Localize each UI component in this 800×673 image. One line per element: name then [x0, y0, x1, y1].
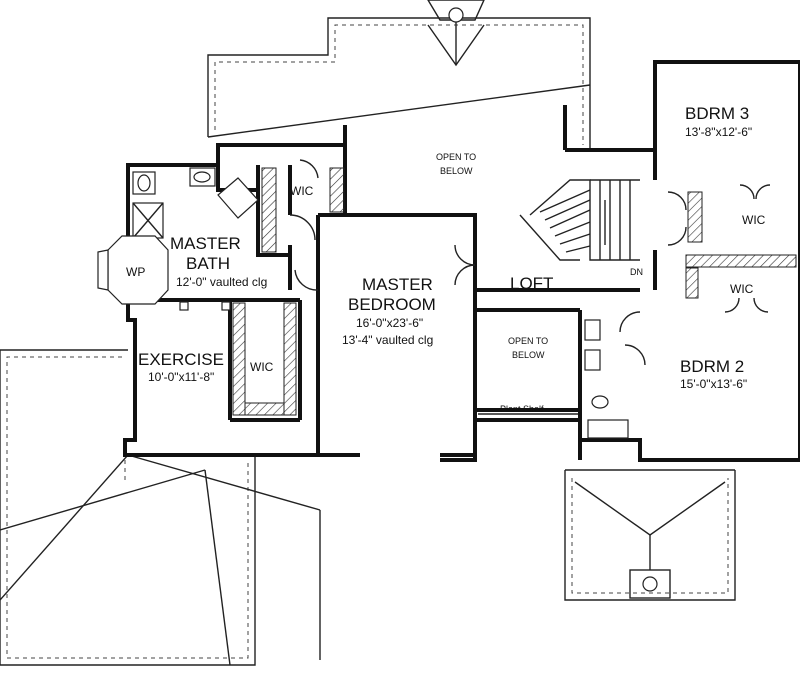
master-bedroom-title-1: MASTER [362, 275, 433, 294]
whirlpool-label: WP [126, 265, 145, 279]
master-bedroom-note: 13'-4" vaulted clg [342, 333, 433, 347]
wic-bdrm2-label: WIC [730, 282, 754, 296]
roof-vent-top [427, 0, 485, 67]
bdrm3-dims: 13'-8"x12'-6" [685, 125, 752, 139]
stairs [519, 179, 640, 261]
exterior-walls [123, 60, 800, 462]
roof-outline-bottom-right [564, 469, 736, 601]
open-to-below-top-2: BELOW [440, 166, 473, 176]
master-bedroom-dims: 16'-0"x23'-6" [356, 316, 423, 330]
roof-outline-left [0, 349, 321, 666]
master-bath-note: 12'-0" vaulted clg [176, 275, 267, 289]
open-to-below-top-1: OPEN TO [436, 152, 476, 162]
door-swings [289, 159, 771, 366]
exercise-title: EXERCISE [138, 350, 224, 369]
bdrm3-title: BDRM 3 [685, 104, 749, 123]
stair-dn-label: DN [630, 267, 643, 277]
wic-bath-label: WIC [290, 184, 314, 198]
open-to-below-mid-2: BELOW [512, 350, 545, 360]
master-bath-title-2: BATH [186, 254, 230, 273]
master-bedroom-title-2: BEDROOM [348, 295, 436, 314]
exercise-dims: 10'-0"x11'-8" [148, 370, 214, 384]
wic-bdrm3-label: WIC [742, 213, 766, 227]
wic-exercise-label: WIC [250, 360, 274, 374]
master-bath-title-1: MASTER [170, 234, 241, 253]
bdrm2-dims: 15'-0"x13'-6" [680, 377, 747, 391]
bath-fixtures [97, 167, 629, 439]
plant-shelf-label: Plant Shelf [500, 404, 544, 414]
roof-outline-top [207, 17, 591, 150]
loft-title: LOFT [510, 274, 553, 293]
closet-shelves [232, 167, 797, 416]
bdrm2-title: BDRM 2 [680, 357, 744, 376]
open-to-below-mid-1: OPEN TO [508, 336, 548, 346]
